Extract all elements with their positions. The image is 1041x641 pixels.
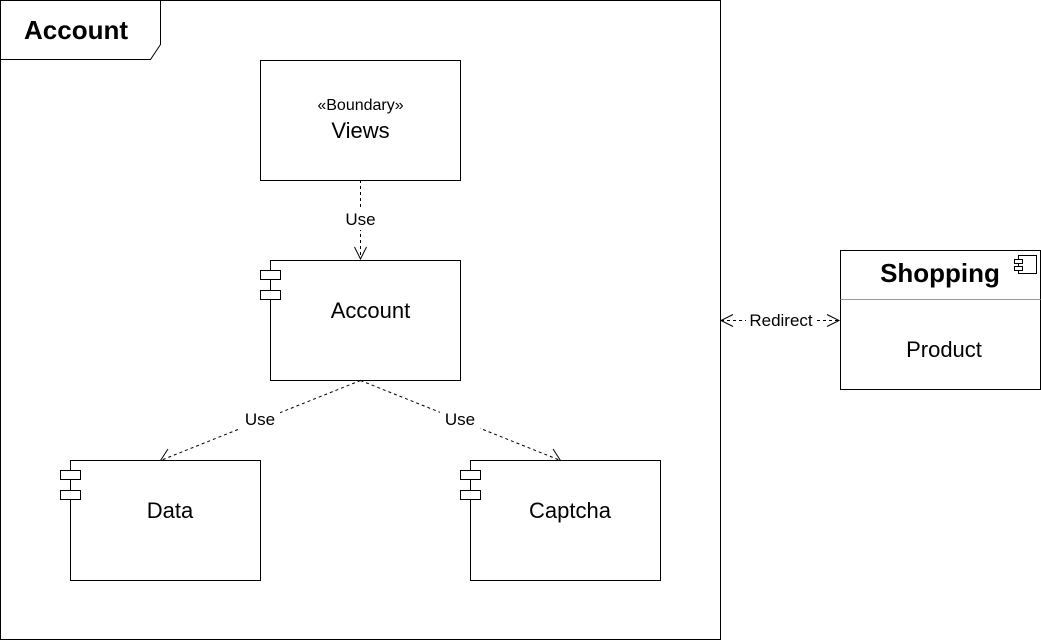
edge-account-data: Use [159, 380, 361, 462]
edge-label-redirect: Redirect [749, 311, 813, 330]
component-port-icon [260, 270, 281, 280]
edge-label-bg [240, 408, 280, 430]
component-icon-port [1014, 266, 1023, 271]
component-port-icon [60, 490, 81, 500]
data-box [70, 460, 261, 581]
captcha-name: Captcha [529, 498, 612, 523]
component-port-icon [460, 470, 481, 480]
shopping-title: Shopping [880, 258, 1000, 288]
edge-label-bg [746, 309, 816, 331]
edge-label-use: Use [245, 410, 275, 429]
captcha-component: Captcha [460, 460, 661, 581]
frame-title-tab [0, 0, 161, 60]
account-name: Account [331, 298, 411, 323]
component-port-icon [60, 470, 81, 480]
data-component: Data [60, 460, 261, 581]
views-box [260, 60, 461, 181]
data-name: Data [147, 498, 194, 523]
frame-title: Account [24, 15, 128, 45]
shopping-body: Product [906, 337, 982, 362]
shopping-component: Shopping Product [840, 250, 1041, 390]
edge-account-captcha: Use [360, 380, 562, 462]
views-stereotype: «Boundary» [317, 97, 403, 114]
views-boundary: «Boundary» Views [260, 60, 461, 181]
open-arrowhead-right [826, 314, 841, 327]
open-arrowhead-left [719, 314, 734, 327]
edge-label-use: Use [445, 410, 475, 429]
account-component: Account [260, 260, 461, 381]
captcha-box [470, 460, 661, 581]
edge-redirect: Redirect [719, 309, 841, 331]
edge-views-account: Use [340, 180, 380, 261]
shopping-box [840, 250, 1041, 390]
account-box [270, 260, 461, 381]
views-name: Views [331, 118, 389, 143]
component-port-icon [460, 490, 481, 500]
edge-label-bg [440, 408, 480, 430]
component-icon-port [1014, 259, 1023, 264]
open-arrowhead [354, 246, 367, 261]
edge-label-bg [340, 208, 380, 230]
component-port-icon [260, 290, 281, 300]
component-icon [1014, 255, 1037, 274]
edge-label-use: Use [345, 210, 375, 229]
